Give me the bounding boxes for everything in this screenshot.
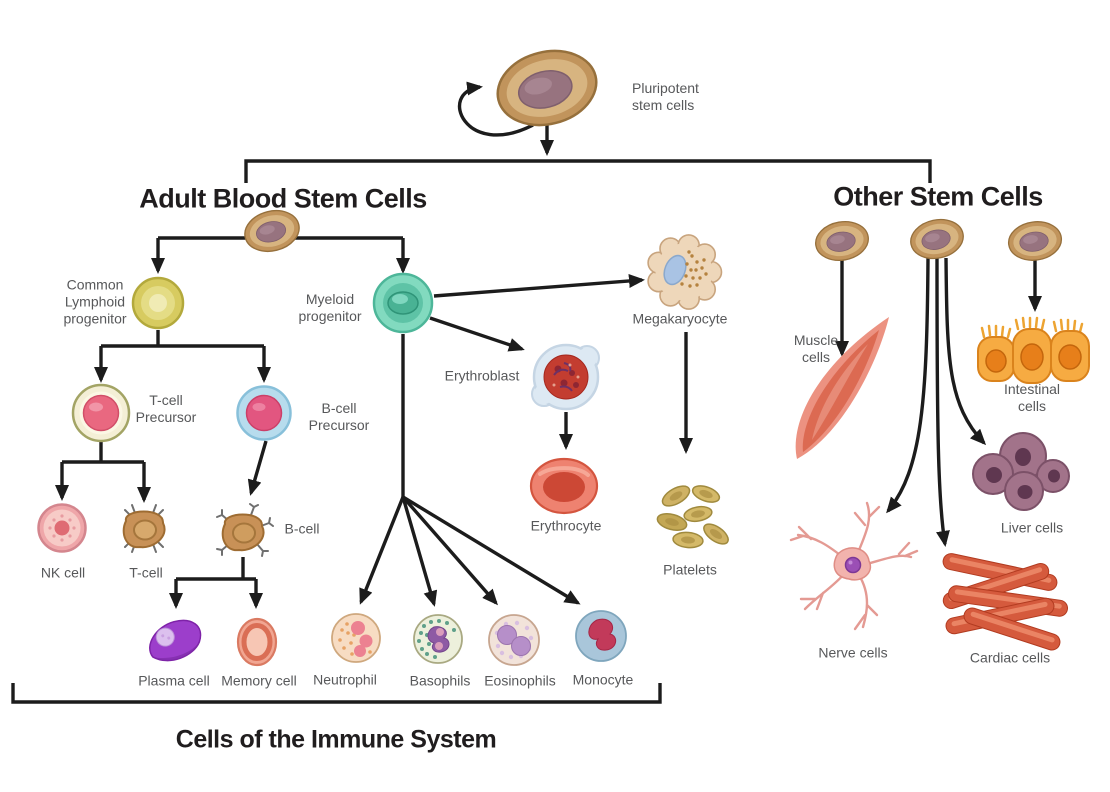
b-cell-icon bbox=[216, 503, 274, 557]
other-stem-cell-1-icon bbox=[811, 216, 873, 266]
arrow-to-megakaryocyte bbox=[433, 274, 645, 298]
arrow-to-basophils bbox=[401, 496, 438, 607]
label-plasma-cell: Plasma cell bbox=[138, 672, 210, 689]
label-nerve-cells: Nerve cells bbox=[818, 644, 888, 661]
immune-system-caption: Cells of the Immune System bbox=[175, 725, 497, 754]
label-intestinal-cells: Intestinal cells bbox=[1003, 380, 1061, 414]
intestinal-cells-icon bbox=[977, 316, 1090, 384]
b-cell-precursor-icon bbox=[236, 385, 292, 441]
label-monocyte: Monocyte bbox=[572, 671, 634, 688]
eosinophils-icon bbox=[488, 614, 540, 666]
label-b-cell: B-cell bbox=[284, 520, 320, 537]
t-cell-precursor-icon bbox=[71, 383, 131, 443]
arrow-to-erythroblast bbox=[429, 316, 525, 352]
basophils-icon bbox=[413, 614, 463, 664]
arrow-to-eosinophils bbox=[401, 495, 498, 606]
connector-lines bbox=[11, 81, 1042, 704]
pluripotent-stem-cell-icon bbox=[488, 39, 606, 137]
immune-system-bracket bbox=[11, 683, 662, 704]
t-cell-icon bbox=[122, 504, 166, 553]
branch-lymphoid bbox=[101, 330, 264, 348]
branch-tcell-precursor bbox=[62, 442, 144, 464]
cardiac-cells-icon bbox=[942, 553, 1068, 651]
myeloid-progenitor-icon bbox=[372, 272, 434, 334]
common-lymphoid-progenitor-icon bbox=[131, 276, 185, 330]
top-rail bbox=[244, 159, 932, 183]
erythrocyte-icon bbox=[529, 457, 599, 515]
label-t-cell: T-cell bbox=[129, 564, 163, 581]
other-stem-cell-3-icon bbox=[1005, 217, 1065, 265]
nk-cell-icon bbox=[37, 503, 87, 553]
liver-cells-icon bbox=[972, 432, 1070, 511]
label-myeloid-progenitor: Myeloid progenitor bbox=[298, 290, 362, 324]
label-muscle-cells: Muscle cells bbox=[793, 331, 839, 365]
label-eosinophils: Eosinophils bbox=[484, 672, 556, 689]
arrow-pluripotent-self-renewal bbox=[457, 81, 534, 137]
label-b-cell-precursor: B-cell Precursor bbox=[308, 399, 370, 433]
label-common-lymphoid-progenitor: Common Lymphoid progenitor bbox=[63, 276, 127, 327]
other-stem-cell-2-icon bbox=[906, 214, 968, 264]
arrow-to-cardiac-cells bbox=[935, 257, 950, 547]
arrow-to-nerve-cells bbox=[886, 257, 930, 514]
label-platelets: Platelets bbox=[663, 561, 717, 578]
arrow-to-liver-cells bbox=[944, 257, 987, 446]
adult-blood-stem-cells-title: Adult Blood Stem Cells bbox=[139, 183, 427, 214]
monocyte-icon bbox=[575, 610, 627, 662]
memory-cell-icon bbox=[236, 617, 278, 667]
muscle-cells-icon bbox=[795, 317, 889, 459]
label-memory-cell: Memory cell bbox=[221, 672, 297, 689]
label-erythroblast: Erythroblast bbox=[444, 367, 520, 384]
branch-b-cell bbox=[176, 557, 256, 581]
megakaryocyte-icon bbox=[647, 234, 723, 310]
label-pluripotent: Pluripotent stem cells bbox=[632, 79, 699, 113]
label-t-cell-precursor: T-cell Precursor bbox=[135, 391, 197, 425]
erythroblast-icon bbox=[531, 343, 600, 411]
label-megakaryocyte: Megakaryocyte bbox=[632, 310, 728, 327]
arrow-to-b-cell bbox=[247, 440, 268, 496]
plasma-cell-icon bbox=[149, 619, 202, 662]
label-cardiac-cells: Cardiac cells bbox=[969, 649, 1051, 666]
nerve-cells-icon bbox=[789, 501, 919, 631]
arrow-to-neutrophil bbox=[359, 496, 405, 605]
label-nk-cell: NK cell bbox=[40, 564, 86, 581]
other-stem-cells-title: Other Stem Cells bbox=[833, 181, 1043, 212]
arrow-to-monocyte bbox=[402, 495, 581, 605]
neutrophil-icon bbox=[331, 613, 381, 663]
label-basophils: Basophils bbox=[409, 672, 471, 689]
label-neutrophil: Neutrophil bbox=[313, 671, 377, 688]
platelets-icon bbox=[656, 485, 729, 549]
label-liver-cells: Liver cells bbox=[1000, 519, 1064, 536]
label-erythrocyte: Erythrocyte bbox=[530, 517, 602, 534]
